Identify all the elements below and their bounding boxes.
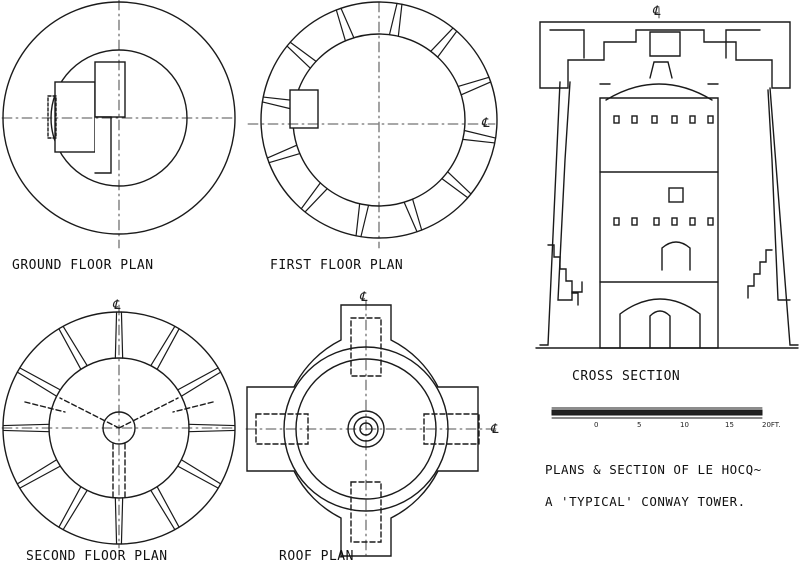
wall-division	[180, 459, 222, 485]
wall-division	[397, 3, 403, 37]
roof-plan	[245, 299, 497, 557]
wall-division	[120, 311, 124, 359]
scale-tick: 0	[594, 421, 599, 429]
cross-section	[535, 7, 799, 349]
wall-division	[437, 30, 458, 58]
centerline-mark: ℄	[481, 116, 490, 131]
wall-division	[412, 198, 423, 231]
scale-tick: 20FT.	[762, 421, 781, 429]
caption-line-1: PLANS & SECTION OF LE HOCQ~	[545, 462, 762, 477]
ground-floor-label: GROUND FLOOR PLAN	[12, 258, 154, 273]
scale-tick: 15	[725, 421, 734, 429]
ground-floor-plan	[1, 0, 237, 249]
wall-division	[58, 328, 82, 370]
centerline-mark: ℄	[112, 298, 121, 313]
centerline-mark: ℄	[359, 290, 368, 305]
scale-bar	[551, 407, 763, 419]
wall-division	[16, 459, 58, 485]
wall-division	[2, 429, 50, 433]
wall-division	[188, 429, 236, 433]
wall-division	[266, 144, 298, 159]
window-opening	[613, 115, 620, 124]
window-opening	[631, 115, 638, 124]
wall-division	[150, 489, 176, 531]
wall-division	[300, 182, 321, 210]
wall-division	[457, 76, 490, 87]
wall-division	[58, 486, 82, 528]
window-opening	[653, 217, 660, 226]
window-opening	[671, 115, 678, 124]
wall-division	[335, 9, 346, 42]
caption-line-2: A 'TYPICAL' CONWAY TOWER.	[545, 494, 746, 509]
wall-division	[360, 204, 370, 238]
window-opening	[707, 217, 714, 226]
wall-division	[114, 311, 118, 359]
wall-division	[460, 81, 492, 96]
wall-division	[286, 45, 311, 69]
window-opening	[689, 115, 696, 124]
wall-division	[430, 27, 454, 52]
wall-division	[355, 203, 361, 237]
wall-division	[261, 101, 295, 111]
second-floor-label: SECOND FLOOR PLAN	[26, 549, 168, 564]
wall-division	[403, 201, 418, 233]
wall-division	[340, 7, 355, 39]
wall-division	[463, 129, 497, 139]
wall-division	[289, 41, 317, 62]
cross-section-label: CROSS SECTION	[572, 369, 681, 384]
wall-division	[180, 371, 222, 397]
wall-division	[447, 171, 472, 195]
wall-division	[19, 367, 61, 391]
wall-division	[188, 423, 236, 427]
second-floor-plan	[1, 304, 237, 549]
wall-division	[120, 497, 124, 545]
wall-division	[268, 153, 301, 164]
first-floor-plan	[247, 1, 498, 249]
wall-division	[462, 138, 496, 144]
roof-label: ROOF PLAN	[279, 549, 354, 564]
wall-division	[114, 497, 118, 545]
wall-division	[19, 465, 61, 489]
wall-division	[2, 423, 50, 427]
window-opening	[631, 217, 638, 226]
wall-division	[16, 371, 58, 397]
wall-division	[62, 325, 88, 367]
window-opening	[707, 115, 714, 124]
window-opening	[671, 217, 678, 226]
scale-tick: 5	[637, 421, 642, 429]
wall-division	[156, 486, 180, 528]
wall-division	[441, 178, 469, 199]
wall-division	[177, 465, 219, 489]
scale-tick: 10	[680, 421, 689, 429]
wall-division	[150, 325, 176, 367]
wall-division	[304, 188, 328, 213]
window-opening	[689, 217, 696, 226]
wall-division	[62, 489, 88, 531]
centerline-mark: ℄	[490, 422, 499, 437]
wall-division	[156, 328, 180, 370]
wall-division	[388, 2, 398, 36]
centerline-mark: ℄	[652, 4, 661, 19]
first-floor-label: FIRST FLOOR PLAN	[270, 258, 404, 273]
window-opening	[651, 115, 658, 124]
wall-division	[177, 367, 219, 391]
window-opening	[613, 217, 620, 226]
